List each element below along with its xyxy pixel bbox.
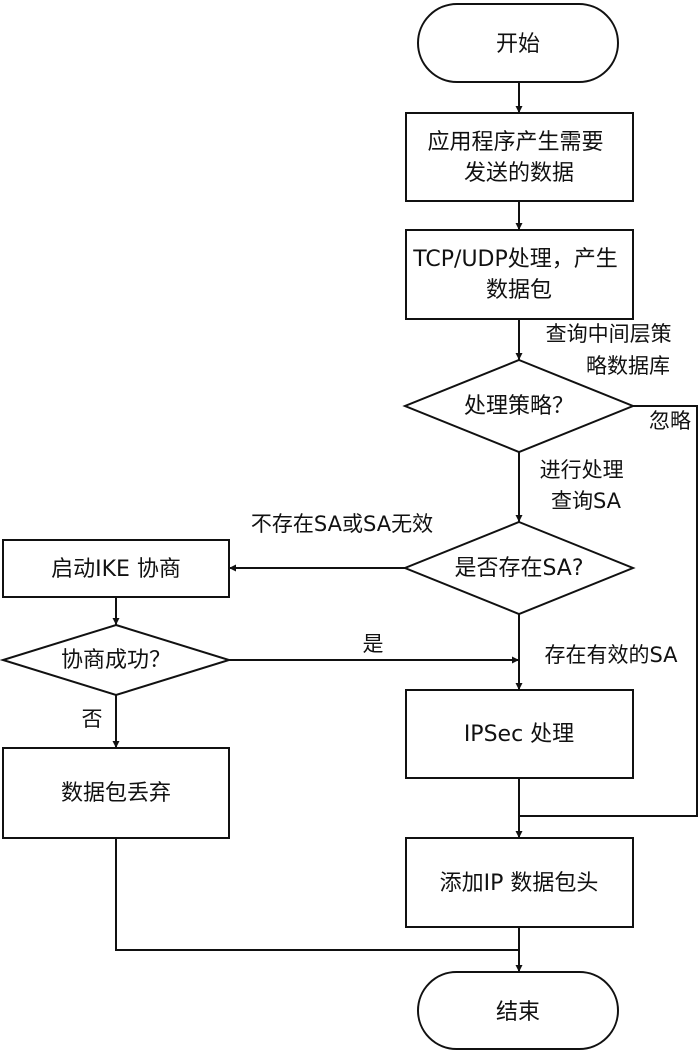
ike-start-label: 启动IKE 协商 [51,557,181,582]
ike-start-label-line-1: 启动IKE 协商 [51,557,181,582]
negotiation-success-node: 协商成功？ [0,623,233,697]
app-generate-label-line-1: 应用程序产生需要 [427,130,603,155]
ike-start-node: 启动IKE 协商 [2,539,230,598]
valid-sa-exists-label-line-1: 存在有效的SA [544,643,678,667]
policy-decision-label-line-1: 处理策略？ [464,394,574,419]
sa-exists-label: 是否存在SA? [454,556,583,581]
sa-missing-or-invalid-label-line-1: 不存在SA或SA无效 [251,512,433,536]
ipsec-process-node: IPSec 处理 [405,689,634,779]
app-generate-label-line-2: 发送的数据 [464,161,574,186]
ipsec-process-label: IPSec 处理 [464,722,574,747]
add-ip-header-label-line-1: 添加IP 数据包头 [440,871,599,896]
edge-drop-to-end [115,838,519,951]
query-policy-db-label-line-1: 查询中间层策 [546,322,672,346]
end-label-line-1: 结束 [496,1000,540,1025]
start-label-line-1: 开始 [496,32,540,57]
yes-label-line-1: 是 [363,632,384,656]
end-node: 结束 [417,971,619,1050]
ignore-label-line-1: 忽略 [649,409,691,433]
drop-packet-label-line-1: 数据包丢弃 [61,781,171,806]
process-query-sa-label-line-2: 查询SA [551,489,622,513]
policy-decision-label: 处理策略？ [464,394,574,419]
tcp-udp-label: TCP/UDP处理，产生 数据包 [412,247,625,303]
drop-packet-label: 数据包丢弃 [61,781,171,806]
app-generate-node: 应用程序产生需要 发送的数据 [405,112,634,202]
sa-missing-or-invalid-label: 不存在SA或SA无效 [251,512,433,536]
tcp-udp-node: TCP/UDP处理，产生 数据包 [405,229,634,320]
yes-label: 是 [363,632,384,656]
drop-packet-node: 数据包丢弃 [2,747,230,839]
edge-policy-ignore [519,405,698,817]
query-policy-db-label-line-2: 略数据库 [586,354,670,378]
sa-exists-node: 是否存在SA? [402,520,636,616]
start-label: 开始 [496,32,540,57]
no-label: 否 [82,707,103,731]
add-ip-header-label: 添加IP 数据包头 [440,871,599,896]
end-label: 结束 [496,1000,540,1025]
process-query-sa-label: 进行处理 查询SA [540,458,631,513]
app-generate-label: 应用程序产生需要 发送的数据 [427,130,610,186]
valid-sa-exists-label: 存在有效的SA [544,643,678,667]
tcp-udp-label-line-1: TCP/UDP处理，产生 [412,247,618,272]
ipsec-process-label-line-1: IPSec 处理 [464,722,574,747]
negotiation-success-label-line-1: 协商成功？ [61,648,171,673]
policy-decision-node: 处理策略？ [402,358,636,454]
query-policy-db-label: 查询中间层策 略数据库 [546,322,679,378]
add-ip-header-node: 添加IP 数据包头 [405,837,634,928]
ignore-label: 忽略 [649,409,691,433]
no-label-line-1: 否 [82,707,103,731]
tcp-udp-label-line-2: 数据包 [486,278,552,303]
sa-exists-label-line-1: 是否存在SA? [454,556,583,581]
start-node: 开始 [417,3,619,83]
process-query-sa-label-line-1: 进行处理 [540,458,624,482]
negotiation-success-label: 协商成功？ [61,648,171,673]
